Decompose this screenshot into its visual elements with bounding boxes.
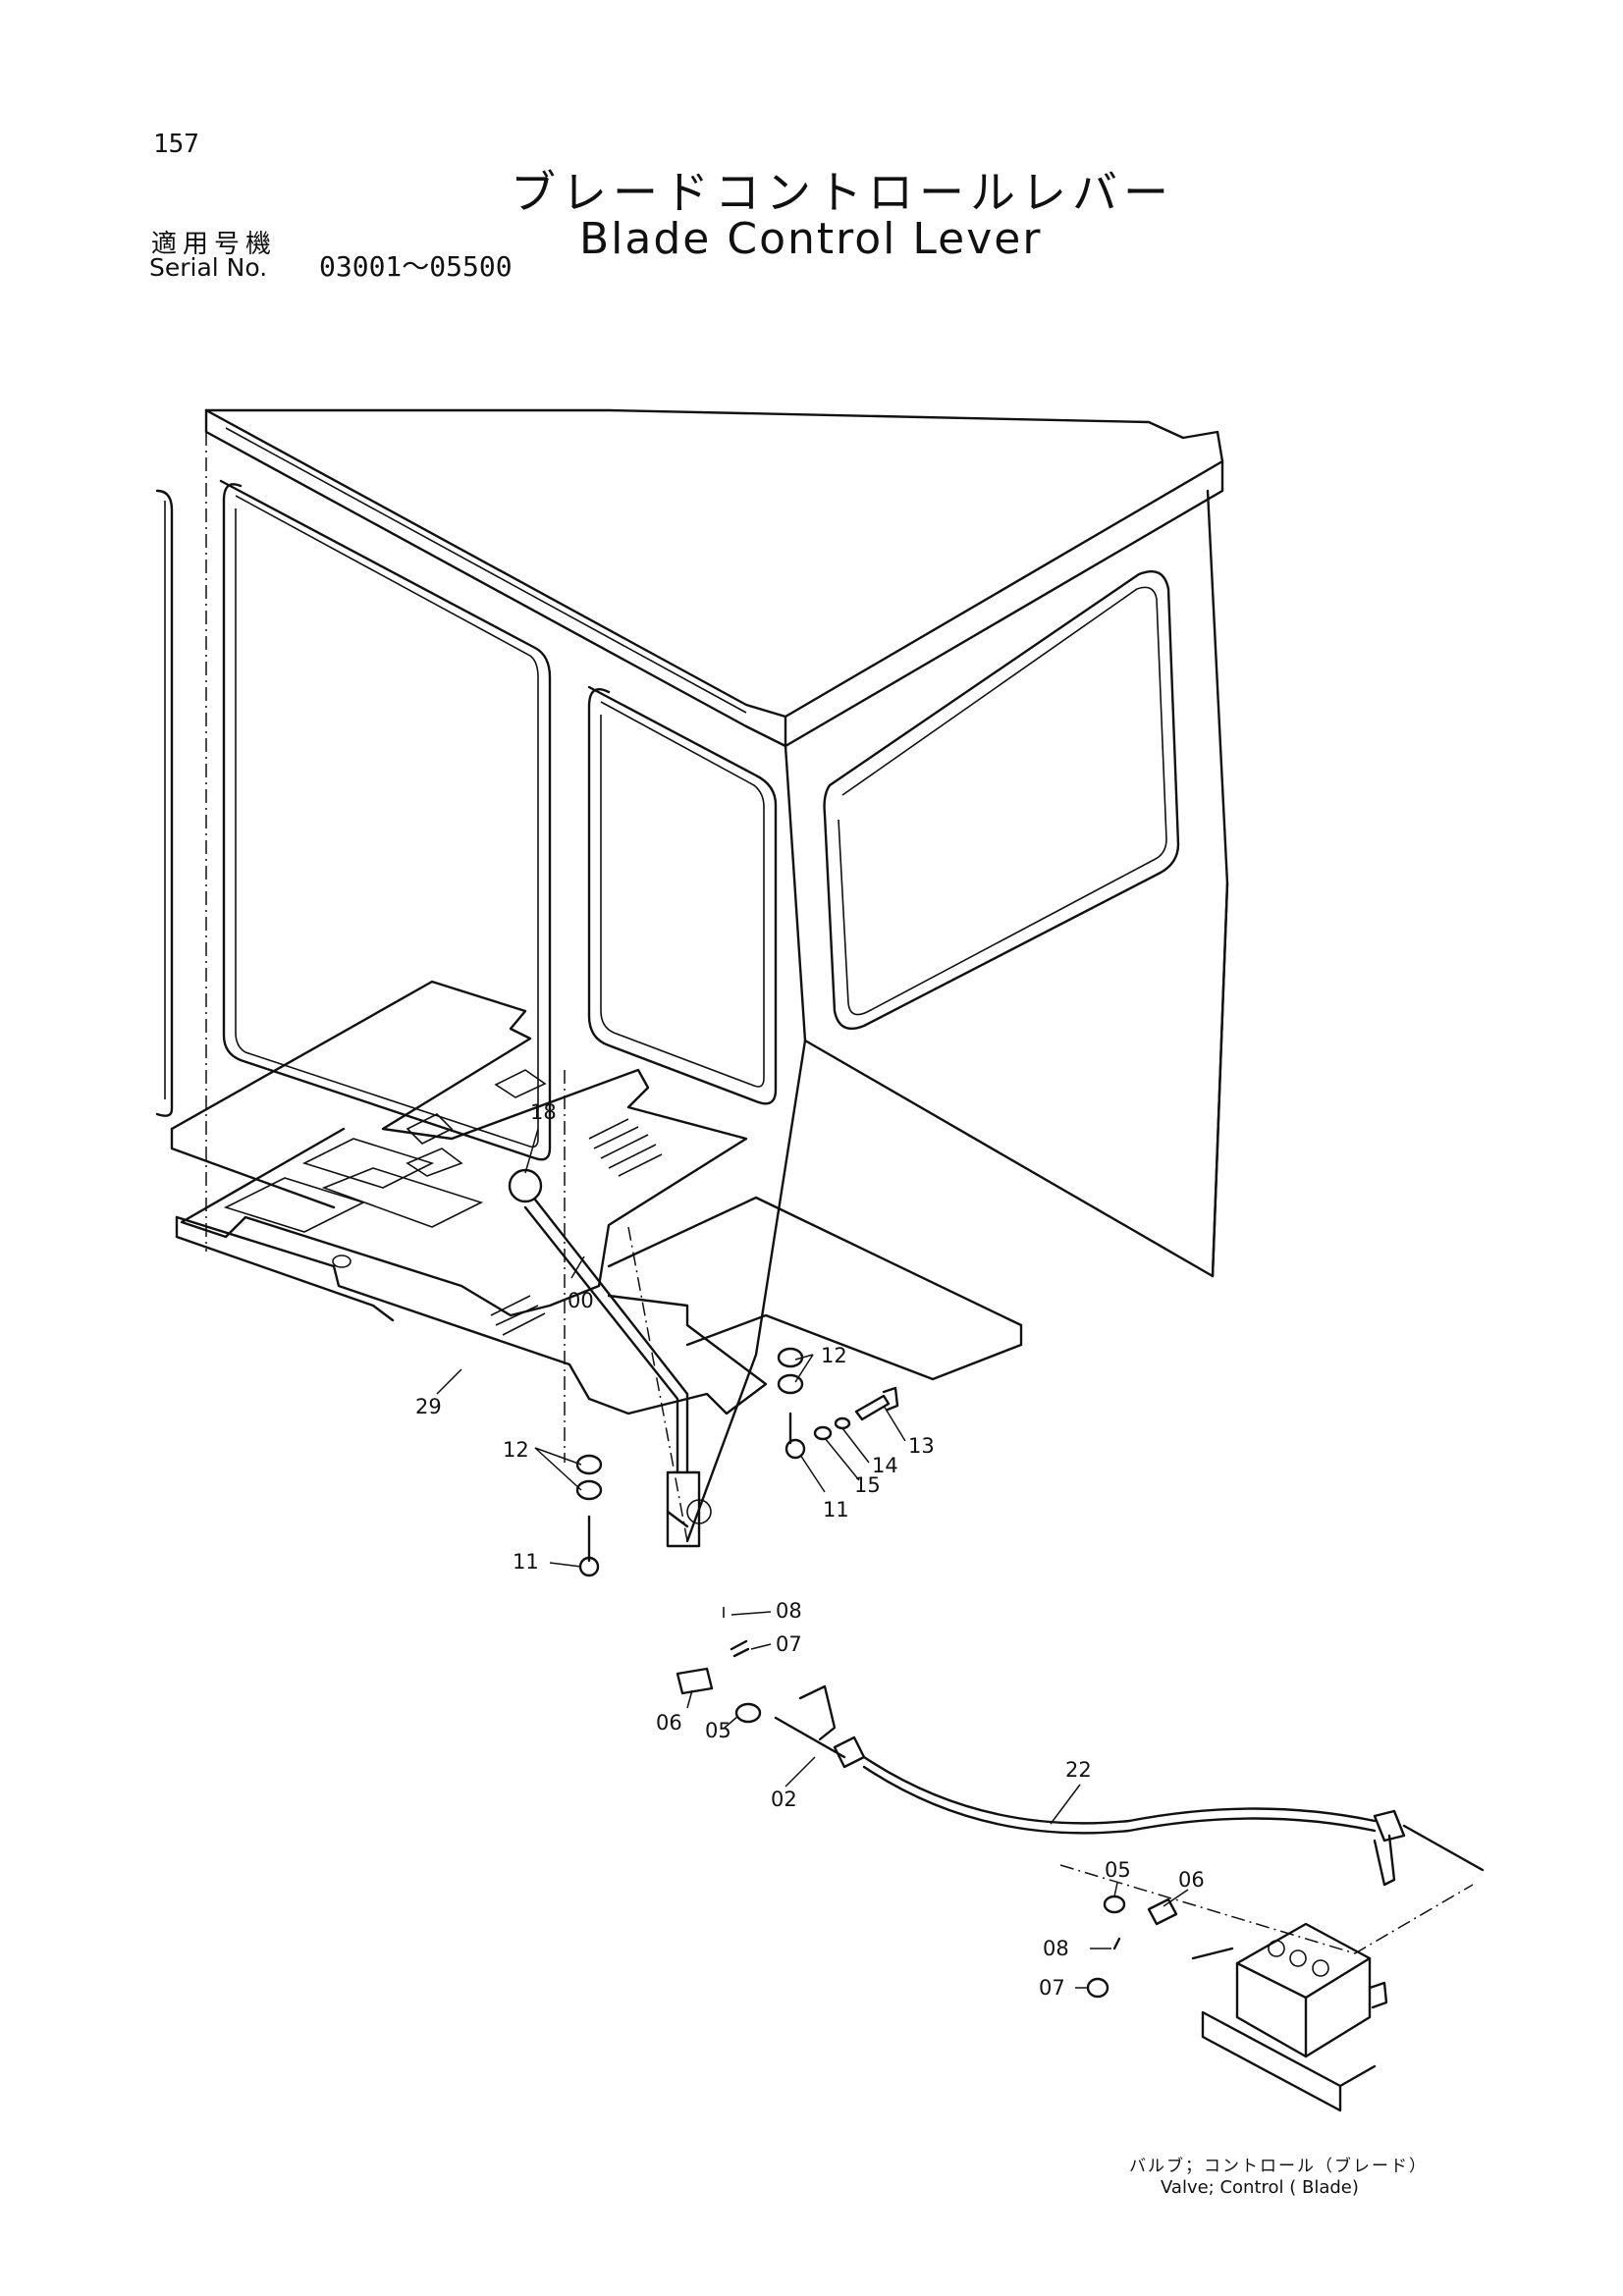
cable-linkage bbox=[676, 1607, 866, 1769]
serial-label-english: Serial No. bbox=[149, 253, 268, 282]
side-window bbox=[823, 569, 1180, 1031]
callout-02: 02 bbox=[771, 1788, 797, 1811]
callout-29: 29 bbox=[415, 1395, 442, 1418]
left-window bbox=[219, 479, 552, 1161]
callout-07-lower: 07 bbox=[1039, 1976, 1065, 2000]
callout-12-lower: 12 bbox=[503, 1438, 529, 1462]
page-number: 157 bbox=[153, 130, 199, 159]
cab-body bbox=[205, 432, 1229, 1543]
valve-caption-english: Valve; Control ( Blade) bbox=[1161, 2177, 1359, 2198]
serial-label-japanese: 適用号機 bbox=[151, 230, 278, 259]
callout-11-upper: 11 bbox=[823, 1498, 849, 1522]
callout-06-lower: 06 bbox=[1178, 1868, 1205, 1892]
serial-range: 03001～05500 bbox=[319, 250, 513, 283]
door-window bbox=[587, 685, 778, 1105]
cab-roof bbox=[204, 408, 1224, 748]
control-cable bbox=[862, 1755, 1485, 1954]
callout-22: 22 bbox=[1065, 1758, 1092, 1782]
leader-lines bbox=[436, 1128, 1189, 1989]
callout-11-lower: 11 bbox=[513, 1550, 539, 1574]
callout-12-upper: 12 bbox=[821, 1344, 847, 1367]
valve-caption-japanese: バルブ；コントロール（ブレード） bbox=[1129, 2157, 1428, 2176]
floor-mats bbox=[170, 980, 1023, 1415]
title-japanese: ブレードコントロールレバー bbox=[511, 166, 1174, 219]
callout-14: 14 bbox=[872, 1454, 898, 1477]
blade-lever bbox=[508, 1168, 712, 1548]
callout-labels: 18 00 29 12 13 14 15 11 12 11 08 07 06 0… bbox=[415, 1100, 1205, 2000]
callout-05-upper: 05 bbox=[705, 1719, 731, 1742]
callout-08-upper: 08 bbox=[776, 1599, 802, 1623]
callout-06-upper: 06 bbox=[656, 1711, 682, 1735]
rear-window bbox=[155, 489, 174, 1117]
callout-13: 13 bbox=[908, 1434, 935, 1458]
callout-00: 00 bbox=[568, 1289, 594, 1312]
callout-07-upper: 07 bbox=[776, 1632, 802, 1656]
control-valve bbox=[1086, 1895, 1388, 2112]
title-english: Blade Control Lever bbox=[579, 214, 1043, 264]
callout-15: 15 bbox=[854, 1473, 881, 1497]
callout-05-lower: 05 bbox=[1105, 1858, 1131, 1882]
callout-18: 18 bbox=[530, 1100, 557, 1124]
callout-08-lower: 08 bbox=[1043, 1937, 1069, 1960]
hardware-lower bbox=[575, 1454, 603, 1577]
